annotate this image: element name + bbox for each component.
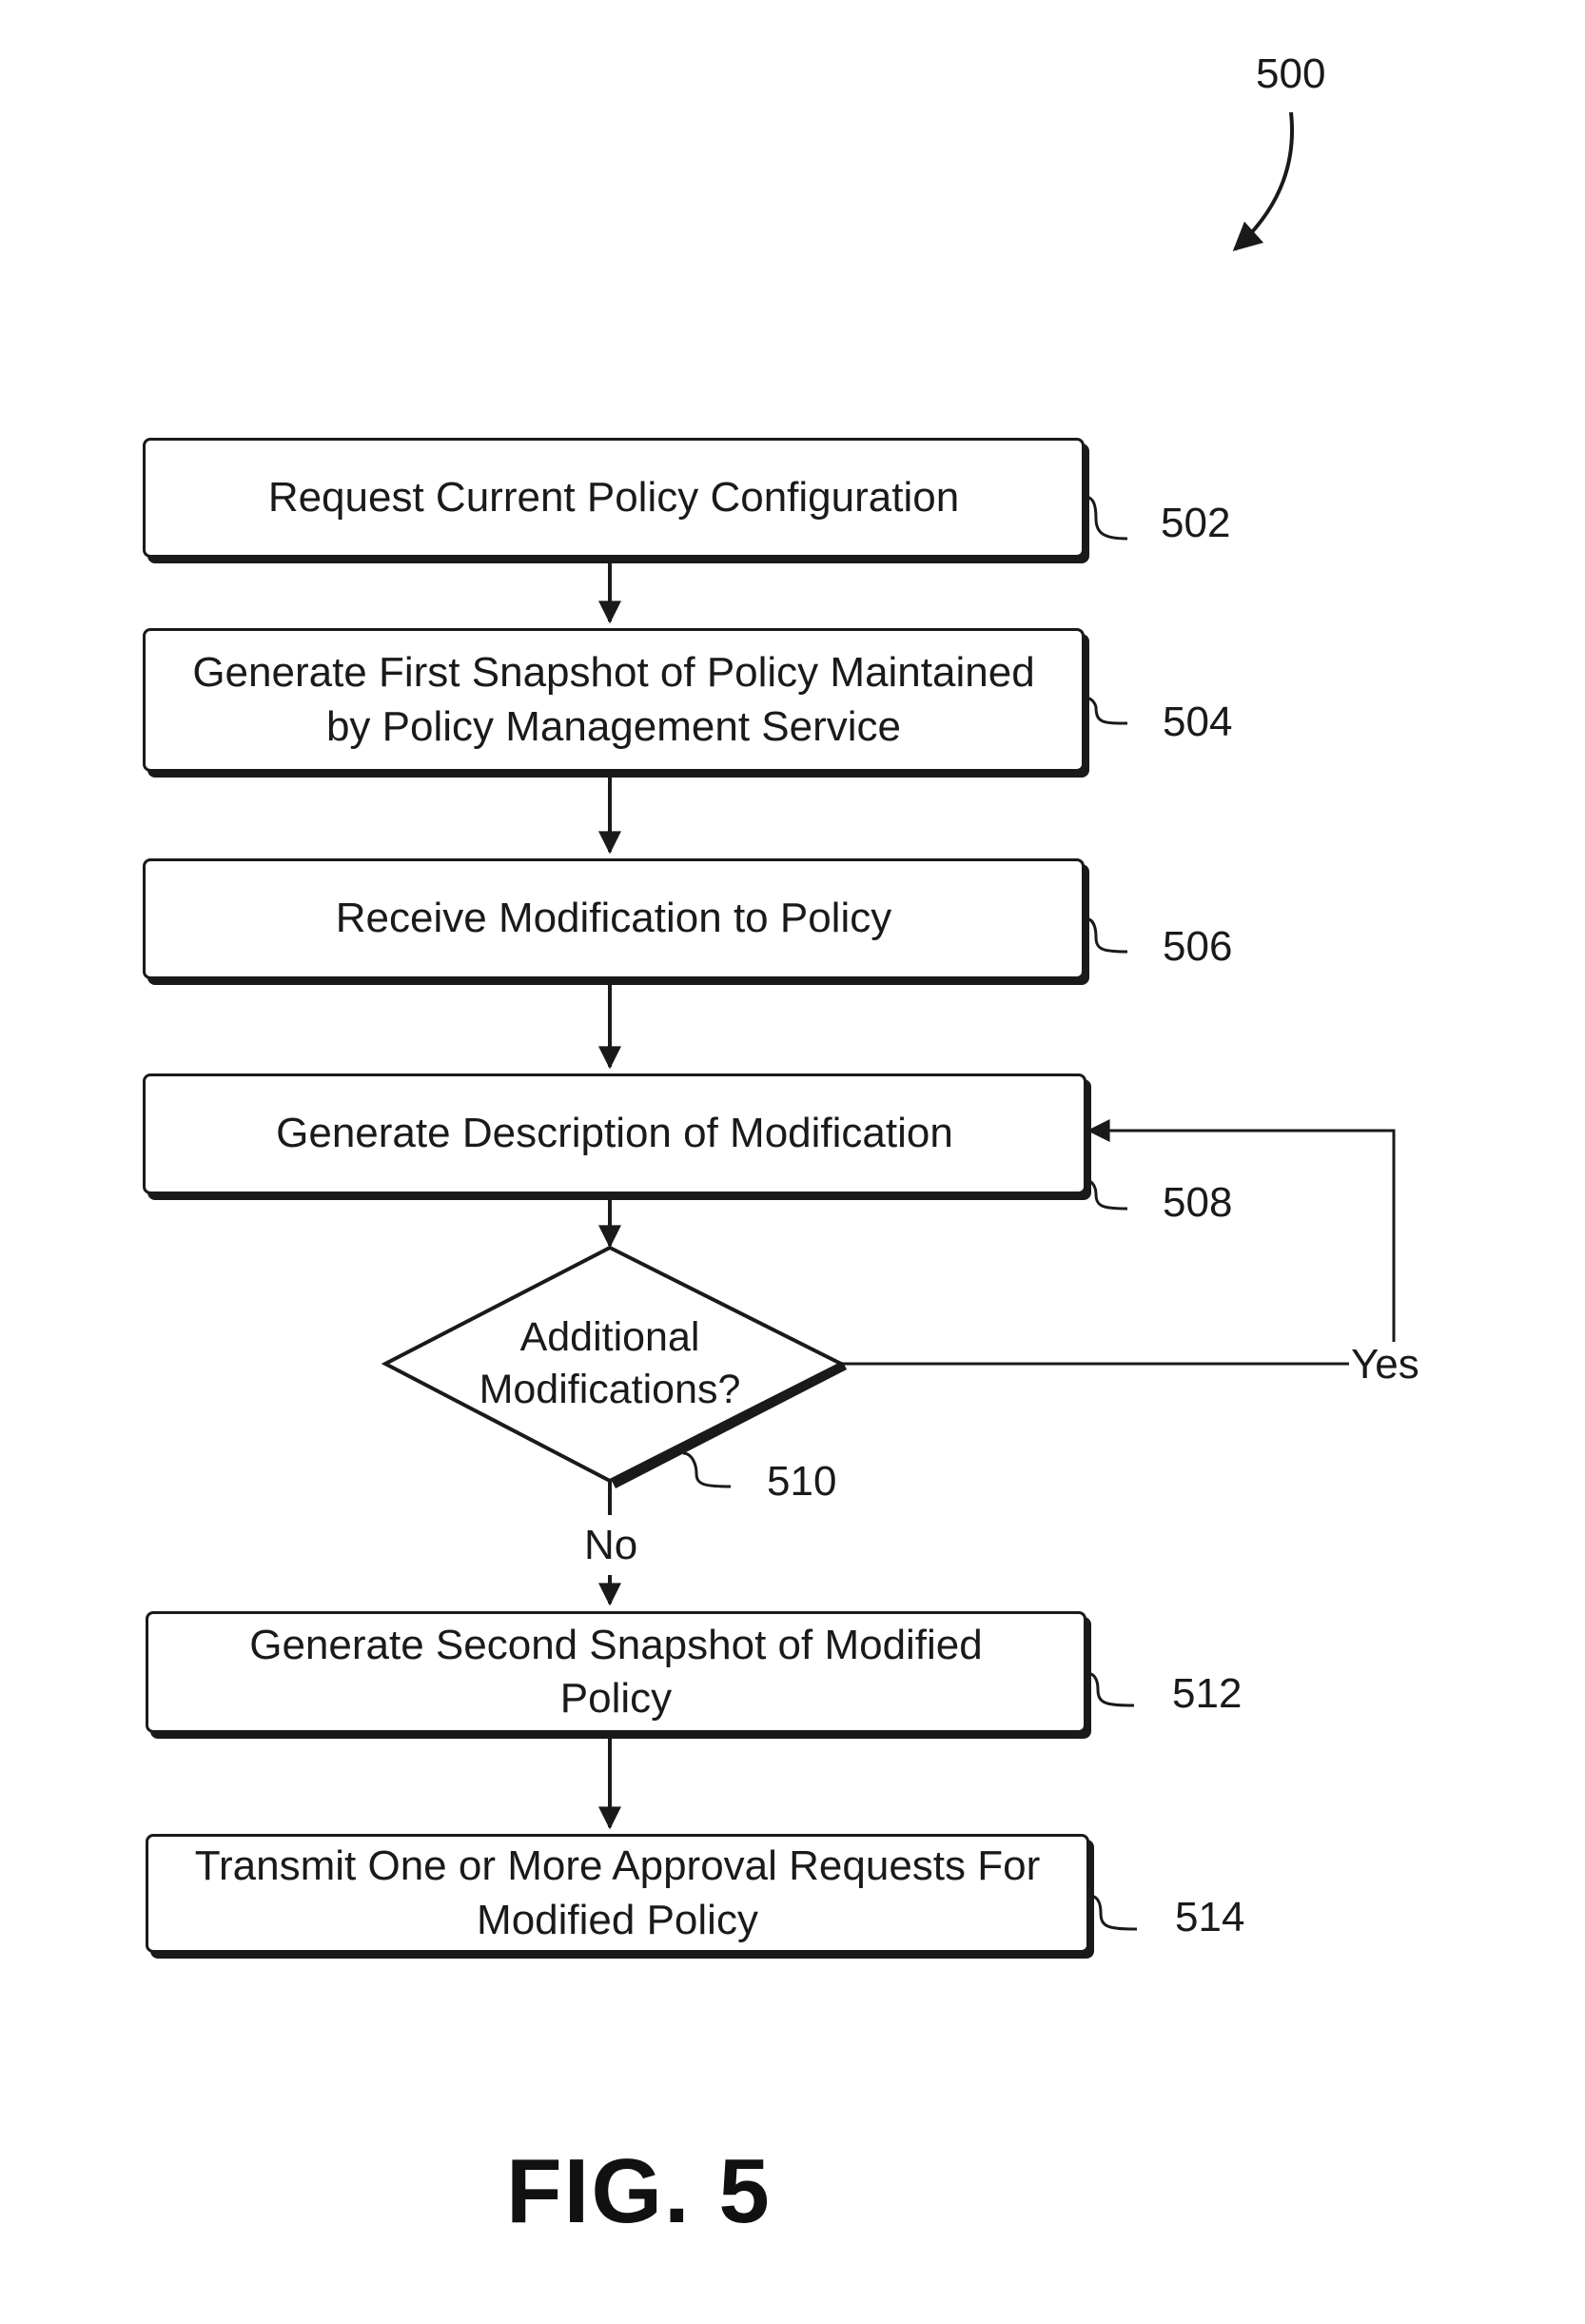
- step-514-text-line1: Transmit One or More Approval Requests F…: [195, 1840, 1041, 1893]
- step-502-text: Request Current Policy Configuration: [268, 471, 959, 524]
- leader-504: [1085, 698, 1127, 723]
- leader-510: [683, 1453, 731, 1487]
- step-506-text: Receive Modification to Policy: [336, 892, 891, 945]
- decision-text-line2: Modifications?: [439, 1364, 781, 1416]
- decision-no-label: No: [584, 1525, 637, 1566]
- step-514-text-line2: Modified Policy: [195, 1894, 1041, 1947]
- step-box-508: Generate Description of Modification: [143, 1073, 1086, 1194]
- step-ref-514: 514: [1175, 1897, 1244, 1939]
- leader-508: [1085, 1180, 1127, 1209]
- figure-pointer-arrow: [1235, 112, 1292, 249]
- leader-502: [1085, 497, 1127, 539]
- leader-506: [1085, 918, 1127, 952]
- decision-text: Additional Modifications?: [439, 1311, 781, 1416]
- yes-loop-return: [1089, 1131, 1394, 1342]
- step-ref-506: 506: [1163, 926, 1232, 968]
- step-504-text-line1: Generate First Snapshot of Policy Mainta…: [192, 646, 1034, 699]
- step-box-504: Generate First Snapshot of Policy Mainta…: [143, 628, 1085, 772]
- figure-reference-number: 500: [1256, 53, 1325, 95]
- decision-yes-label: Yes: [1351, 1344, 1419, 1386]
- leader-514: [1089, 1896, 1137, 1929]
- step-ref-504: 504: [1163, 701, 1232, 743]
- leader-512: [1086, 1673, 1134, 1705]
- figure-label: FIG. 5: [506, 2146, 772, 2237]
- step-ref-508: 508: [1163, 1182, 1232, 1224]
- step-box-506: Receive Modification to Policy: [143, 858, 1085, 979]
- step-box-514: Transmit One or More Approval Requests F…: [146, 1834, 1089, 1953]
- step-box-502: Request Current Policy Configuration: [143, 438, 1085, 558]
- step-ref-502: 502: [1161, 502, 1230, 544]
- step-504-text-line2: by Policy Management Service: [192, 700, 1034, 754]
- step-512-text-line1: Generate Second Snapshot of Modified: [249, 1619, 983, 1672]
- step-512-text-line2: Policy: [249, 1672, 983, 1725]
- decision-text-line1: Additional: [439, 1311, 781, 1364]
- step-ref-512: 512: [1172, 1673, 1242, 1715]
- step-508-text: Generate Description of Modification: [276, 1107, 953, 1160]
- step-box-512: Generate Second Snapshot of Modified Pol…: [146, 1611, 1086, 1733]
- decision-ref-510: 510: [767, 1461, 836, 1503]
